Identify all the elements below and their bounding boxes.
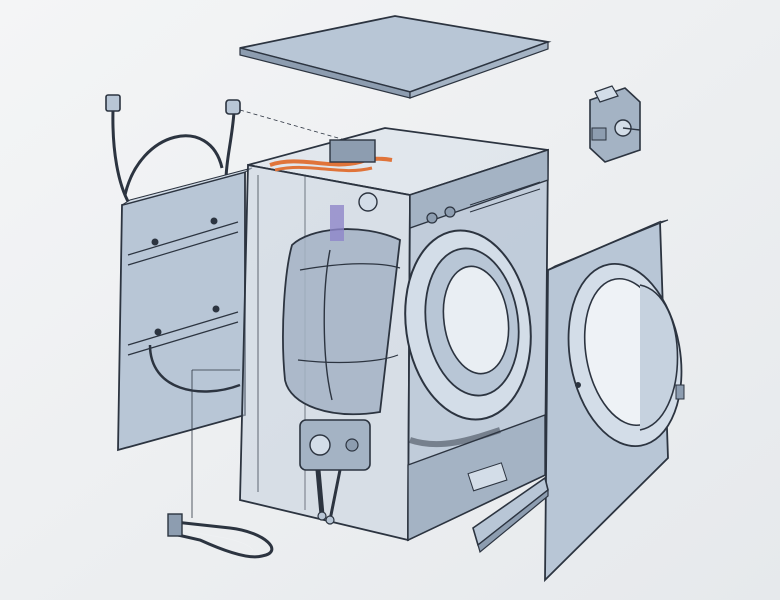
drum (282, 205, 401, 416)
top-lid (239, 15, 552, 99)
drain-hose (148, 344, 241, 393)
door-latch-icon (575, 382, 581, 388)
screw-icon (212, 305, 220, 313)
heater-terminal-icon (167, 513, 183, 537)
inlet-hoses (105, 94, 346, 206)
control-strip (409, 149, 549, 229)
front-panel (544, 219, 685, 583)
door-gasket (404, 229, 532, 421)
screw-icon (151, 238, 159, 246)
hose-fitting-icon (225, 99, 241, 115)
pulley-icon (358, 192, 378, 212)
side-panel (117, 167, 253, 452)
heating-element (167, 513, 274, 559)
knob-icon (426, 212, 438, 224)
drain-pipe (409, 427, 501, 448)
hose-fitting-icon (105, 94, 121, 112)
heater-wiring (269, 139, 393, 212)
control-module (589, 85, 641, 163)
detergent-accent (330, 205, 344, 241)
screw-icon (210, 217, 218, 225)
filter-hatch (467, 462, 508, 492)
shock-absorber (315, 469, 342, 525)
kick-panel (472, 476, 549, 554)
motor (299, 419, 371, 471)
motor-rotor-icon (309, 434, 331, 456)
door-seal-ring (639, 284, 679, 431)
door-hinge-icon (675, 384, 685, 400)
knob-icon (444, 206, 456, 218)
detergent-drawer (329, 139, 376, 163)
screw-icon (154, 328, 162, 336)
